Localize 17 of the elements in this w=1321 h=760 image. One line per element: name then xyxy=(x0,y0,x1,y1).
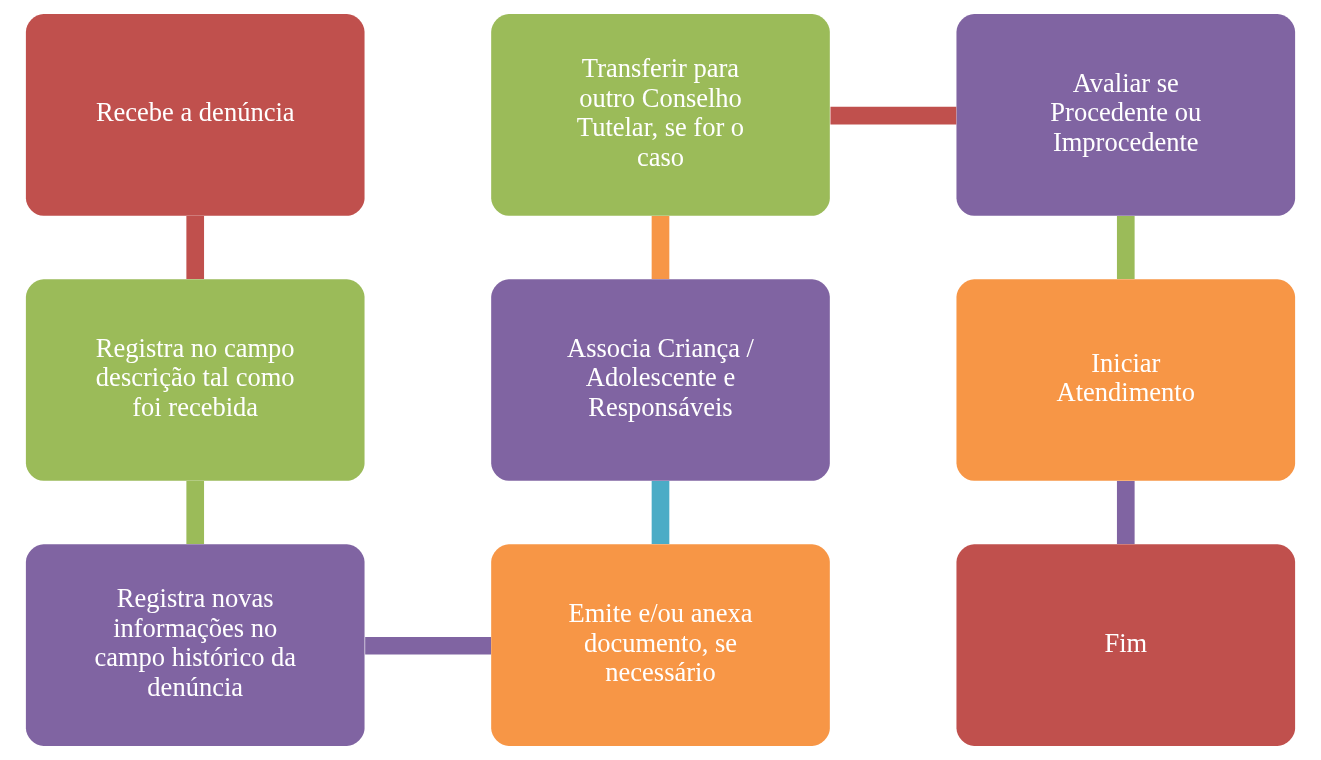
node-box: Registra novas informações no campo histórico da denúncia xyxy=(25,544,365,746)
node-box: Emite e/ou anexa documento, se necessário xyxy=(491,544,830,746)
connector xyxy=(651,216,670,280)
node-box: Transferir para outro Conselho Tutelar, se for o caso xyxy=(491,14,830,216)
connector xyxy=(651,481,670,545)
node-box: Associa Criança / Adolescente e Responsáveis xyxy=(491,279,830,481)
connector xyxy=(186,215,205,279)
node-box: Fim xyxy=(956,544,1296,746)
connector xyxy=(186,480,205,544)
node-box: Recebe a denúncia xyxy=(25,14,365,216)
connector xyxy=(1116,215,1135,279)
node-box: Registra no campo descrição tal como foi recebida xyxy=(25,279,365,481)
connector xyxy=(830,106,957,125)
connector xyxy=(365,636,491,655)
node-box: Iniciar Atendimento xyxy=(956,279,1296,481)
connector xyxy=(1116,480,1135,544)
node-box: Avaliar se Procedente ou Improcedente xyxy=(956,14,1296,216)
